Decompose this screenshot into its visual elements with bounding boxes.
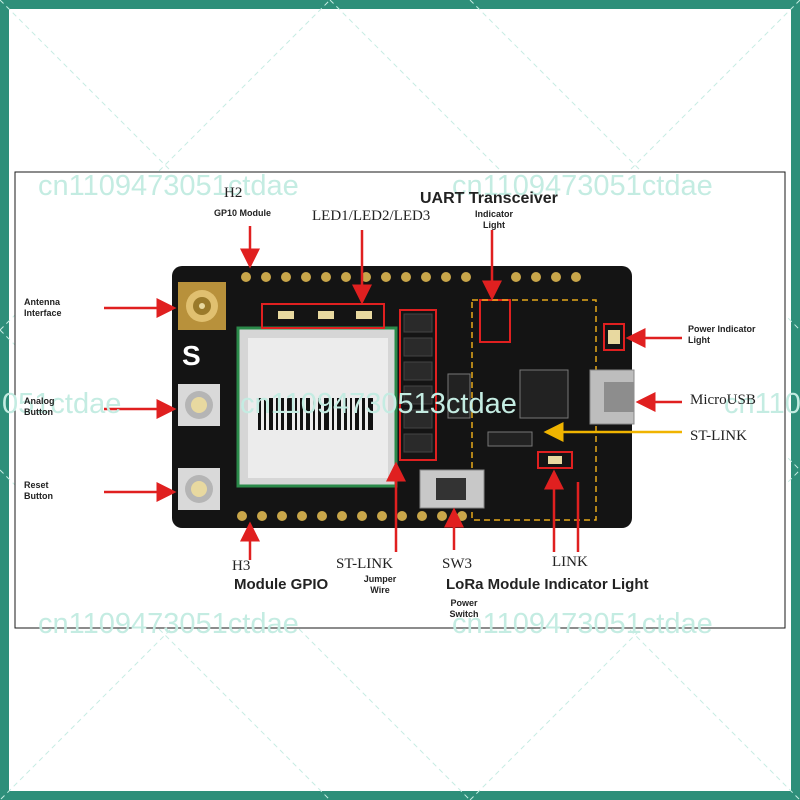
top-pin-header [241,272,581,282]
label-h2: H2 [224,185,243,201]
label-uart-sub: Indicator Light [474,209,513,230]
watermark-text: cn1109473051ctdae [38,170,299,202]
bottom-pin-header [237,511,467,521]
watermark-text: cn110 [724,388,800,420]
module-barcode [258,398,373,430]
label-microusb: MicroUSB [690,392,756,408]
label-sw3: SW3 [442,556,472,572]
stlink-jumper-header [399,309,437,461]
label-analog: Analog Button [24,396,55,417]
label-stlink-right: ST-LINK [690,428,747,444]
pcb-board: S [172,266,635,528]
watermark-text: cn11094730513ctdae [240,388,517,420]
label-reset: Reset Button [24,480,53,501]
label-h3: H3 [232,558,251,574]
watermark-text: cn1109473051ctdae [452,608,713,640]
callout-arrows [104,226,682,560]
label-power-switch: Power Switch [449,598,479,619]
label-link: LINK [552,554,588,570]
label-lora: LoRa Module Indicator Light [446,576,649,593]
label-h2-sub: GP10 Module [214,208,272,218]
watermark-text: cn1109473051ctdae [38,608,299,640]
microusb-port [589,369,635,425]
power-indicator-led-highlight [603,323,625,351]
label-antenna: Antenna Interface [24,297,62,318]
link-led-highlight [537,451,573,469]
label-power-indicator: Power Indicator Light [688,324,756,345]
board-logo: S [182,340,201,371]
label-leds: LED1/LED2/LED3 [312,208,431,224]
lora-module [236,326,398,488]
analog-button-part [178,384,220,426]
power-switch-part [419,469,485,509]
label-module-gpio: Module GPIO [234,576,329,593]
label-stlink-bottom: ST-LINK [336,556,393,572]
label-jumper: Jumper Wire [363,574,397,595]
stlink-mcu [519,369,569,419]
reset-button-part [178,468,220,510]
watermark-text: 051ctdae [2,388,122,420]
watermark-text: cn1109473051ctdae [452,170,713,202]
led-highlight-box [261,303,385,329]
antenna-connector [178,282,226,330]
label-uart: UART Transceiver [420,190,558,207]
